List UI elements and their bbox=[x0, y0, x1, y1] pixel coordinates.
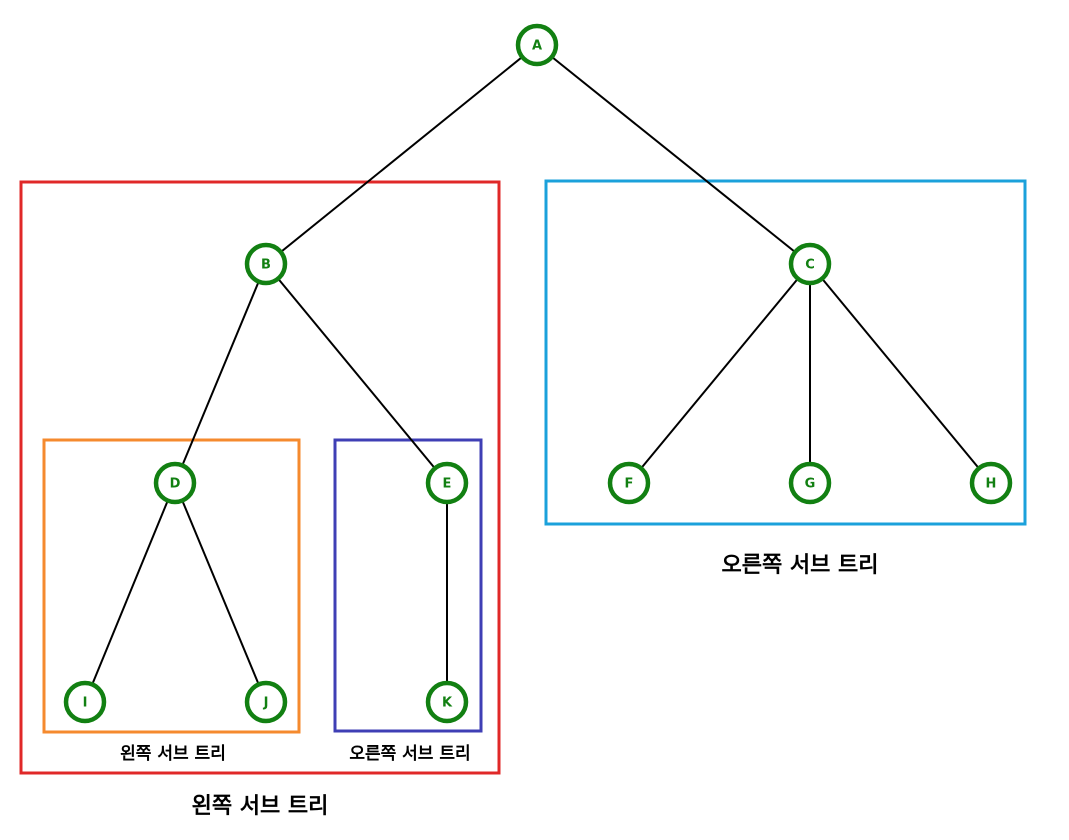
node-a: A bbox=[515, 23, 559, 67]
edge-d-j bbox=[174, 482, 267, 703]
node-h: H bbox=[969, 461, 1013, 505]
left-subtree-caption: 왼쪽 서브 트리 bbox=[192, 794, 329, 819]
node-label: I bbox=[83, 696, 88, 711]
node-circle bbox=[425, 680, 469, 724]
node-label: G bbox=[805, 477, 816, 492]
node-c: C bbox=[788, 242, 832, 286]
node-circle bbox=[788, 461, 832, 505]
node-circle bbox=[244, 242, 288, 286]
node-circle bbox=[788, 242, 832, 286]
node-circle bbox=[607, 461, 651, 505]
node-f: F bbox=[607, 461, 651, 505]
node-e: E bbox=[425, 461, 469, 505]
node-circle bbox=[515, 23, 559, 67]
node-label: A bbox=[532, 39, 542, 54]
nodes-layer: A B C D E F G H I J K bbox=[63, 23, 1013, 724]
inner-left-subtree-caption: 왼쪽 서브 트리 bbox=[120, 744, 226, 764]
node-label: C bbox=[805, 258, 815, 273]
edge-c-f bbox=[628, 263, 811, 484]
edge-b-d bbox=[174, 263, 267, 484]
node-label: B bbox=[261, 258, 271, 273]
edge-c-h bbox=[809, 263, 992, 484]
node-label: D bbox=[170, 477, 181, 492]
edges-layer bbox=[84, 44, 992, 703]
left-subtree-box bbox=[19, 180, 501, 775]
node-k: K bbox=[425, 680, 469, 724]
node-circle bbox=[153, 461, 197, 505]
edge-a-c bbox=[536, 44, 811, 265]
node-label: H bbox=[986, 477, 997, 492]
node-circle bbox=[969, 461, 1013, 505]
node-d: D bbox=[153, 461, 197, 505]
node-label: K bbox=[442, 696, 453, 711]
inner-left-subtree-box bbox=[42, 438, 301, 734]
node-label: J bbox=[263, 696, 269, 711]
node-j: J bbox=[244, 680, 288, 724]
node-circle bbox=[244, 680, 288, 724]
node-label: E bbox=[443, 477, 452, 492]
edge-b-e bbox=[265, 263, 448, 484]
right-subtree-caption: 오른쪽 서브 트리 bbox=[722, 553, 879, 578]
edge-d-i bbox=[84, 482, 176, 703]
inner-right-subtree-caption: 오른쪽 서브 트리 bbox=[349, 744, 470, 764]
node-circle bbox=[63, 680, 107, 724]
edge-a-b bbox=[265, 44, 538, 265]
node-g: G bbox=[788, 461, 832, 505]
node-i: I bbox=[63, 680, 107, 724]
node-b: B bbox=[244, 242, 288, 286]
node-circle bbox=[425, 461, 469, 505]
inner-right-subtree-box bbox=[333, 438, 483, 733]
node-label: F bbox=[625, 477, 634, 492]
right-subtree-box bbox=[544, 179, 1027, 526]
